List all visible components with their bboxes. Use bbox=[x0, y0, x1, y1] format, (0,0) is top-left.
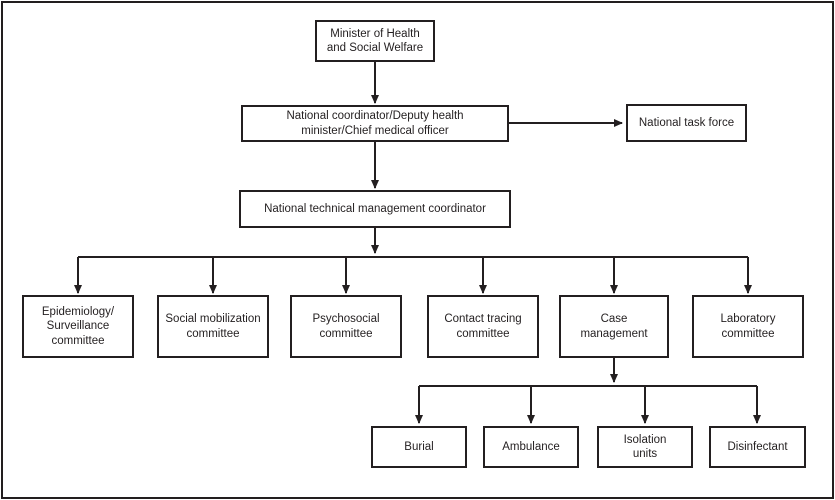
node-minister-of-health: Minister of Health and Social Welfare bbox=[315, 20, 435, 62]
node-national-coordinator: National coordinator/Deputy health minis… bbox=[241, 105, 509, 142]
node-laboratory-committee: Laboratory committee bbox=[692, 295, 804, 358]
node-national-technical-management-coordinator: National technical management coordinato… bbox=[239, 190, 511, 228]
node-epidemiology-surveillance-committee: Epidemiology/ Surveillance committee bbox=[22, 295, 134, 358]
node-isolation-units: Isolation units bbox=[597, 426, 693, 468]
node-contact-tracing-committee: Contact tracing committee bbox=[427, 295, 539, 358]
node-burial: Burial bbox=[371, 426, 467, 468]
node-national-task-force: National task force bbox=[626, 104, 747, 142]
node-disinfectant: Disinfectant bbox=[709, 426, 806, 468]
node-psychosocial-committee: Psychosocial committee bbox=[290, 295, 402, 358]
node-case-management: Case management bbox=[559, 295, 669, 358]
node-social-mobilization-committee: Social mobilization committee bbox=[157, 295, 269, 358]
node-ambulance: Ambulance bbox=[483, 426, 579, 468]
